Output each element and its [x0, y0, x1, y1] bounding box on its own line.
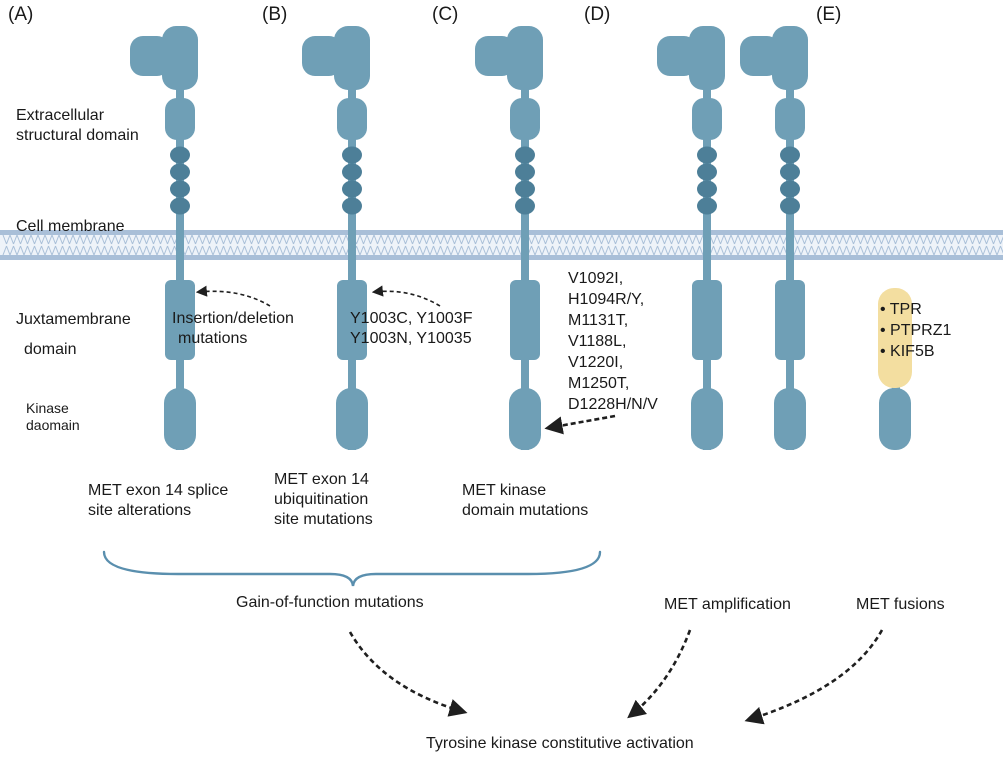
panel-label-d: (D) [584, 4, 611, 25]
met-receptor-b [302, 26, 370, 450]
caption-kinase-domain: MET kinase domain mutations [462, 482, 589, 519]
met-receptor-d-1 [657, 26, 725, 450]
gain-of-function-label: Gain-of-function mutations [236, 594, 424, 611]
caption-exon14-ubiquitination: MET exon 14 ubiquitination site mutation… [274, 471, 373, 528]
panel-label-a: (A) [8, 4, 34, 25]
outcome-label: Tyrosine kinase constitutive activation [426, 735, 694, 752]
ubiquitination-mutations-annotation: Y1003C, Y1003F Y1003N, Y10035 [350, 310, 473, 347]
cell-membrane-label: Cell membrane [16, 218, 125, 235]
panel-label-c: (C) [432, 4, 459, 25]
caption-exon14-splice: MET exon 14 splice site alterations [88, 482, 229, 519]
kinase-mutation-arrow [544, 414, 616, 435]
kinase-domain-label: Kinase daomain [26, 400, 80, 433]
fusions-arrow [744, 629, 884, 725]
extracellular-domain-label: Extracellular structural domain [16, 107, 139, 144]
met-amplification-label: MET amplification [664, 596, 791, 613]
met-receptor-d-2 [740, 26, 808, 450]
indel-arrow [195, 285, 271, 307]
gain-of-function-arrow [348, 631, 468, 717]
met-fusions-label: MET fusions [856, 596, 945, 613]
gain-of-function-brace [102, 550, 602, 587]
kinase-mutations-list: V1092I, H1094R/Y, M1131T, V1188L, V1220I… [568, 270, 658, 413]
juxtamembrane-label: Juxtamembrane [16, 311, 131, 328]
met-receptor-a [130, 26, 198, 450]
panel-label-b: (B) [262, 4, 288, 25]
met-receptor-c [475, 26, 543, 450]
fusion-partners-list: • TPR • PTPRZ1 • KIF5B [880, 301, 952, 360]
insertion-deletion-annotation: Insertion/deletion mutations [172, 310, 294, 347]
juxtamembrane-label-domain: domain [24, 341, 77, 358]
panel-label-e: (E) [816, 4, 842, 25]
amplification-arrow [627, 629, 692, 719]
met-fusion-protein [878, 288, 912, 450]
